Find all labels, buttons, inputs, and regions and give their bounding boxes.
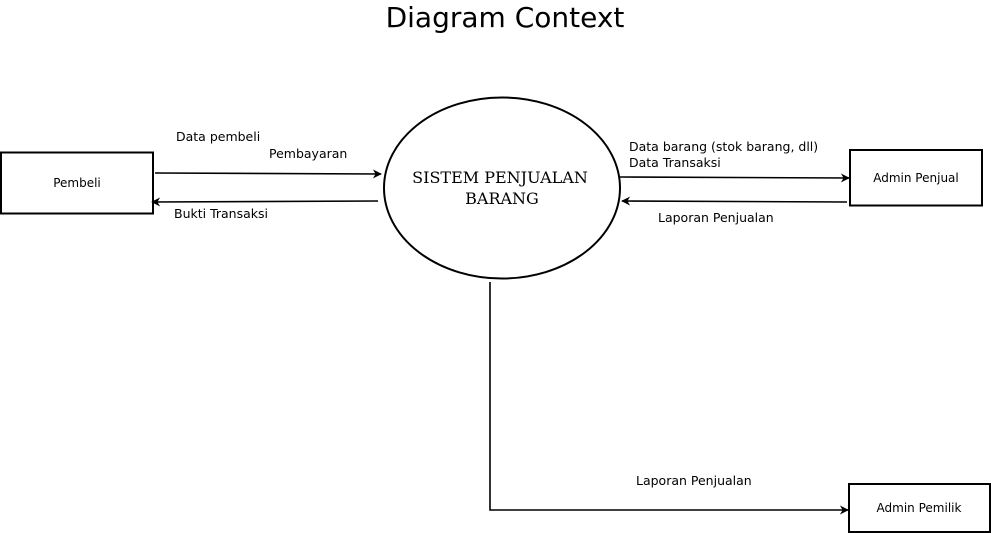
flow-label-pembayaran: Pembayaran [269,146,347,161]
entity-admin-pemilik-label: Admin Pemilik [877,501,962,515]
entity-pembeli: Pembeli [0,151,154,215]
process-label-line2: BARANG [465,189,539,208]
process-ellipse [383,96,621,280]
entity-pembeli-box [0,151,154,215]
flow-label-data-pembeli: Data pembeli [176,129,260,144]
flow-process-to-admin-penjual [619,173,850,183]
entity-pembeli-label: Pembeli [53,176,101,190]
flow-admin-penjual-to-process [621,196,848,206]
flow-label-laporan-penjualan-pemilik: Laporan Penjualan [636,473,752,488]
process-label-line1: SISTEM PENJUALAN [412,168,588,187]
entity-admin-penjual: Admin Penjual [849,149,983,207]
diagram-title: Diagram Context [386,1,625,34]
flow-label-data-barang: Data barang (stok barang, dll) [629,139,818,154]
entity-admin-penjual-label: Admin Penjual [873,171,958,185]
flow-label-bukti-transaksi: Bukti Transaksi [174,206,268,221]
process-sistem-penjualan: SISTEM PENJUALAN BARANG [383,96,621,280]
flow-process-to-admin-pemilik [489,282,849,515]
flow-process-to-pembeli [151,197,379,207]
entity-admin-pemilik-box [848,483,991,533]
entity-admin-pemilik: Admin Pemilik [848,483,991,533]
flow-label-data-transaksi: Data Transaksi [629,155,721,170]
flow-label-laporan-penjualan-penjual: Laporan Penjualan [658,210,774,225]
flow-pembeli-to-process [154,169,382,179]
entity-admin-penjual-box [849,149,983,207]
